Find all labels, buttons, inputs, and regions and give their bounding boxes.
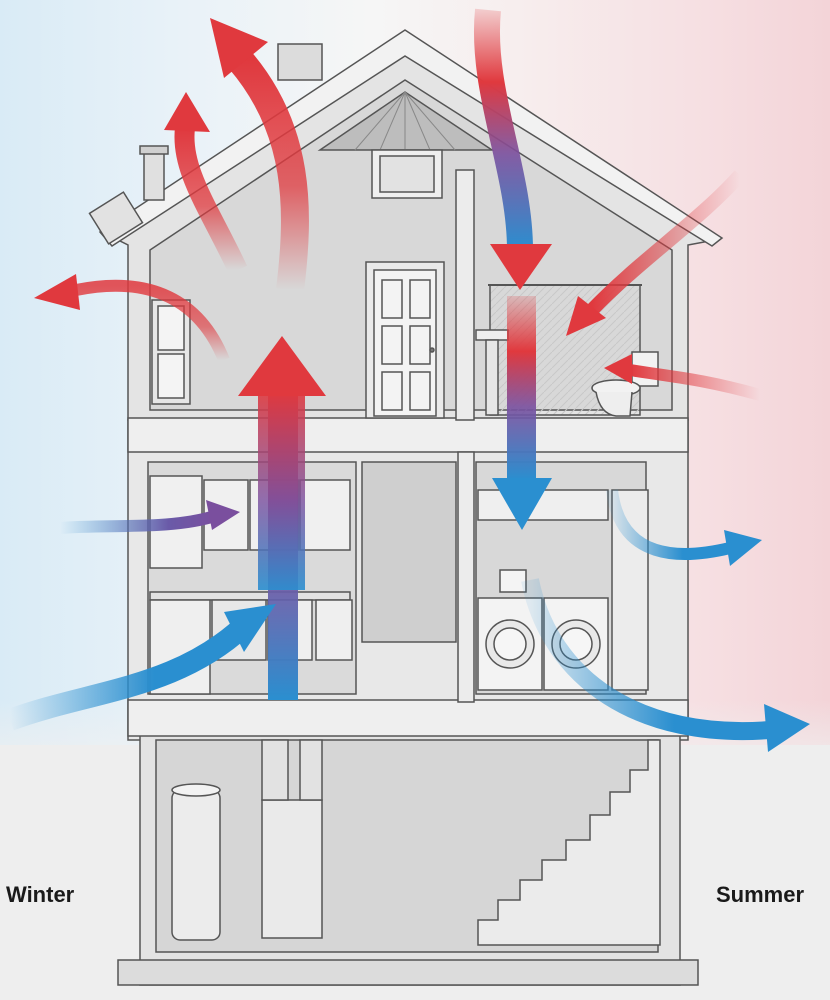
- stairs-icon: [477, 739, 661, 946]
- washing-machine-icon: [477, 597, 609, 691]
- stack-vent-icon: [139, 145, 169, 201]
- window-icon: [151, 299, 191, 405]
- cold-air-arrow: [59, 510, 217, 534]
- cool-air-arrow: [521, 578, 771, 741]
- cold-air-arrowhead: [206, 500, 240, 530]
- door-icon: [365, 261, 445, 419]
- warm-air-arrowhead: [164, 92, 210, 132]
- rising-air-column: [258, 392, 305, 590]
- summer-label: Summer: [716, 882, 805, 907]
- hot-air-arrow: [586, 170, 746, 315]
- air-flow-arrows: [6, 8, 810, 752]
- winter-label: Winter: [6, 882, 75, 907]
- warm-air-arrowhead: [210, 18, 268, 78]
- hot-air-arrow: [628, 364, 762, 401]
- water-heater-icon: [171, 783, 221, 941]
- sink-icon: [475, 329, 509, 416]
- hot-air-arrowhead: [604, 354, 632, 384]
- house-structure: [0, 29, 830, 1000]
- warm-air-arrowhead: [34, 274, 80, 310]
- hot-air-arrow: [474, 8, 533, 251]
- sinking-air-column: [507, 296, 536, 480]
- cool-air-arrow: [606, 489, 732, 560]
- sinking-air-arrowhead: [492, 478, 552, 530]
- cold-air-arrow: [6, 612, 258, 731]
- cool-air-arrowhead: [724, 530, 762, 566]
- warm-air-arrow: [74, 279, 230, 363]
- hot-air-arrowhead: [490, 244, 552, 290]
- cold-air-arrowhead: [224, 604, 276, 652]
- warm-air-arrow: [229, 50, 309, 292]
- warm-air-arrow: [174, 126, 248, 275]
- hot-air-arrowhead: [566, 296, 606, 336]
- cool-air-arrowhead: [764, 704, 810, 752]
- rising-air-arrowhead: [238, 336, 326, 396]
- furnace-icon: [261, 739, 323, 939]
